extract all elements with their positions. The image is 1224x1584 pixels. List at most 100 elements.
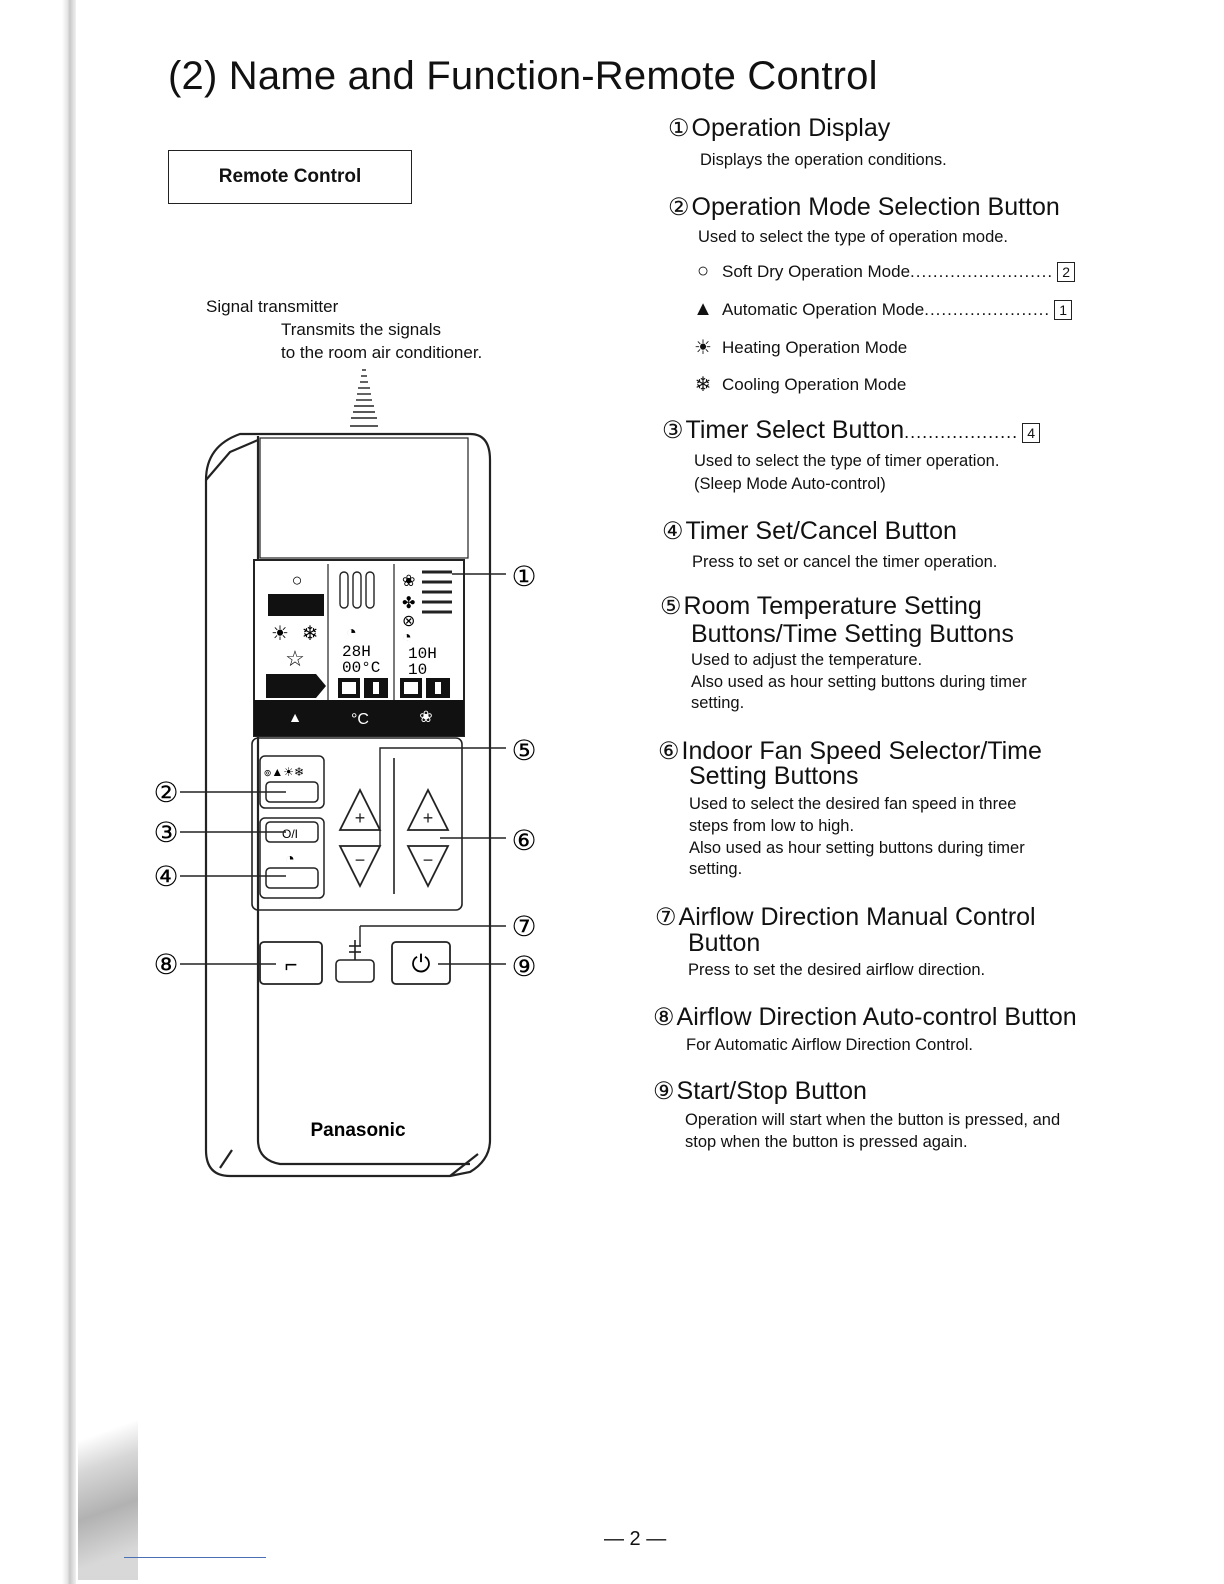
- auto-icon: ▲: [693, 298, 713, 320]
- item-9-desc-2: stop when the button is pressed again.: [685, 1133, 968, 1151]
- svg-text:+: +: [355, 808, 366, 828]
- star-icon: ☆: [285, 646, 305, 671]
- callout-3: ③: [153, 817, 178, 848]
- item-9-title: ⑨Start/Stop Button: [653, 1077, 867, 1106]
- thermometer-icon: [339, 571, 375, 609]
- item-5-number: ⑤: [660, 593, 682, 620]
- mode-row-heating: ☀ Heating Operation Mode: [690, 335, 907, 360]
- item-4-desc: Press to set or cancel the timer operati…: [692, 553, 998, 571]
- item-1-title: ①Operation Display: [668, 114, 890, 143]
- power-icon: ⏻: [412, 951, 431, 978]
- page-title: (2) Name and Function-Remote Control: [168, 54, 878, 98]
- mode-button-housing: [259, 755, 325, 809]
- signal-emitter-icon: [350, 369, 378, 427]
- display-digits-right: 10H: [408, 645, 437, 663]
- mode-label: Soft Dry Operation Mode: [722, 261, 911, 281]
- item-6-desc-1: Used to select the desired fan speed in …: [689, 795, 1017, 813]
- svg-text:−: −: [355, 850, 366, 870]
- airflow-manual-button: [335, 940, 375, 983]
- signal-transmitter-title: Signal transmitter: [206, 297, 339, 316]
- droplet-icon: ○: [696, 260, 710, 282]
- callout-2: ②: [153, 777, 178, 808]
- auto-mode-indicator: [268, 594, 324, 616]
- item-6-desc-2: steps from low to high.: [689, 817, 855, 835]
- fan-icon-2: ✤: [402, 595, 415, 612]
- mode-icons-label: ๏▲☀❄: [264, 765, 304, 779]
- display-digits-right-2: 10: [408, 661, 427, 679]
- timer-clock-icon: ◔: [402, 629, 412, 646]
- display-label-band: [254, 700, 464, 736]
- item-3-ref: 4: [1022, 423, 1041, 443]
- fan-icon: ❀: [402, 573, 415, 590]
- item-5-label: Room Temperature Setting: [683, 592, 982, 620]
- scan-corner-shadow: [78, 1280, 138, 1580]
- on-off-label: O/I: [282, 827, 298, 841]
- item-1-label: Operation Display: [691, 114, 891, 142]
- start-stop-button: [391, 941, 451, 985]
- item-6-title: ⑥Indoor Fan Speed Selector/Time: [658, 737, 1042, 766]
- item-3-label: Timer Select Button: [685, 416, 905, 444]
- callout-1: ①: [511, 561, 536, 592]
- signal-transmitter-desc-line1: Transmits the signals: [281, 320, 441, 339]
- item-2-title: ②Operation Mode Selection Button: [668, 193, 1060, 222]
- item-9-label: Start/Stop Button: [676, 1077, 867, 1105]
- item-7-desc: Press to set the desired airflow directi…: [688, 961, 986, 979]
- sun-icon: ☀: [694, 337, 712, 359]
- droplet-icon: ○: [292, 570, 303, 590]
- operation-display: ○ ☀ ❄ ☆ ◔ 28H 00°C ❀ ✤ ⊗ ◔ 10H 10: [253, 559, 465, 737]
- footer-rule: [124, 1557, 266, 1558]
- timer-set-cancel-button: [265, 867, 319, 889]
- item-2-desc: Used to select the type of operation mod…: [698, 228, 1009, 246]
- mode-row-cooling: ❄ Cooling Operation Mode: [690, 372, 907, 397]
- item-3-desc-1: Used to select the type of timer operati…: [694, 452, 1000, 470]
- fan-down-button: −: [406, 845, 450, 889]
- display-digits-left: 28H: [342, 643, 371, 661]
- item-5-title: ⑤Room Temperature Setting: [660, 592, 982, 621]
- mode-row-soft-dry: ○ Soft Dry Operation Mode ..............…: [690, 260, 1076, 283]
- item-2-number: ②: [668, 194, 690, 221]
- item-8-number: ⑧: [653, 1004, 675, 1031]
- callout-8: ⑧: [153, 949, 178, 980]
- item-7-label: Airflow Direction Manual Control: [678, 903, 1036, 931]
- airflow-icon: ⊗: [402, 613, 415, 630]
- item-7-number: ⑦: [655, 904, 677, 931]
- item-7-title-line2: Button: [688, 929, 761, 957]
- item-8-desc: For Automatic Airflow Direction Control.: [686, 1036, 974, 1054]
- item-4-label: Timer Set/Cancel Button: [685, 517, 957, 545]
- snowflake-icon: ❄: [302, 623, 319, 645]
- fan-speed-bars: [422, 570, 452, 614]
- item-8-label: Airflow Direction Auto-control Button: [676, 1003, 1077, 1031]
- scan-binding-edge: [62, 0, 76, 1584]
- signal-transmitter-desc-line2: to the room air conditioner.: [281, 343, 483, 362]
- callout-9: ⑨: [511, 951, 536, 982]
- item-2-label: Operation Mode Selection Button: [691, 193, 1060, 221]
- item-5-desc-3: setting.: [691, 694, 745, 712]
- item-3-number: ③: [662, 417, 684, 444]
- fan-label-icon: ❀: [419, 709, 432, 726]
- item-4-number: ④: [662, 518, 684, 545]
- item-6-label: Indoor Fan Speed Selector/Time: [681, 737, 1042, 765]
- page-number: — 2 —: [604, 1528, 667, 1550]
- item-7-title: ⑦Airflow Direction Manual Control: [655, 903, 1036, 932]
- timer-clock-button-icon: ◔: [285, 851, 295, 868]
- figure-caption-box: Remote Control: [168, 150, 412, 204]
- mode-ref: 1: [1054, 299, 1073, 320]
- callout-7: ⑦: [511, 911, 536, 942]
- airflow-auto-icon: ⌐: [285, 952, 298, 977]
- snowflake-icon: ❄: [694, 374, 712, 396]
- button-panel: [251, 737, 463, 911]
- mode-row-automatic: ▲ Automatic Operation Mode .............…: [690, 298, 1073, 321]
- up-arrow-icon: ▲: [288, 709, 302, 725]
- mode-label: Automatic Operation Mode: [722, 299, 925, 319]
- temp-label: °C: [351, 711, 369, 728]
- display-digits-left-temp: 00°C: [342, 659, 380, 677]
- mode-ref: 2: [1057, 261, 1076, 282]
- timer-indicator: [266, 674, 326, 698]
- temp-up-button: +: [338, 787, 382, 831]
- callout-4: ④: [153, 861, 178, 892]
- remote-lid: [259, 437, 469, 559]
- sun-icon: ☀: [271, 623, 289, 645]
- brand-logo: Panasonic: [310, 1120, 405, 1141]
- item-6-desc-3: Also used as hour setting buttons during…: [689, 839, 1025, 857]
- item-5-title-line2: Buttons/Time Setting Buttons: [691, 620, 1014, 648]
